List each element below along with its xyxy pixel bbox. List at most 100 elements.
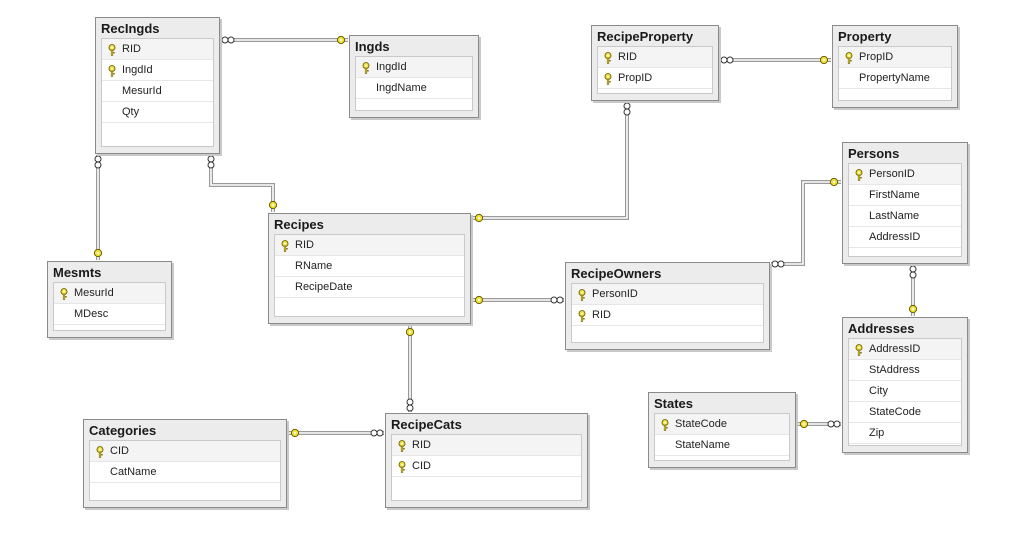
column-row[interactable]: PersonID xyxy=(849,164,961,185)
column-row[interactable]: CID xyxy=(90,441,280,462)
relationship-connector[interactable] xyxy=(797,419,841,429)
relationship-connector[interactable] xyxy=(405,325,415,412)
table-title: Property xyxy=(838,29,892,44)
column-name: CID xyxy=(412,460,431,472)
many-end-icon xyxy=(623,102,631,116)
column-row[interactable]: RID xyxy=(598,47,712,68)
column-name: Zip xyxy=(869,427,885,439)
column-row[interactable]: FirstName xyxy=(849,185,961,206)
column-name: MesurId xyxy=(122,85,162,97)
relationship-connector[interactable] xyxy=(771,177,841,268)
column-name: FirstName xyxy=(869,189,920,201)
column-name: PersonID xyxy=(869,168,915,180)
relationship-connector[interactable] xyxy=(93,155,103,260)
column-list: CID CatName xyxy=(89,440,281,501)
column-row[interactable]: StAddress xyxy=(849,360,961,381)
column-row[interactable]: StateCode xyxy=(849,402,961,423)
one-end-key-icon xyxy=(268,200,278,210)
one-end-key-icon xyxy=(474,295,484,305)
many-end-icon xyxy=(370,429,384,437)
column-name: IngdId xyxy=(122,64,153,76)
column-row[interactable]: PersonID xyxy=(572,284,763,305)
column-row[interactable]: LastName xyxy=(849,206,961,227)
column-row[interactable]: AddressID xyxy=(849,339,961,360)
table-title: Mesmts xyxy=(53,265,102,280)
column-row[interactable]: RID xyxy=(102,39,213,60)
column-row[interactable]: StateCode xyxy=(655,414,789,435)
one-end-key-icon xyxy=(290,428,300,438)
one-end-key-icon xyxy=(336,35,346,45)
column-name: PropID xyxy=(618,72,653,84)
column-row[interactable]: IngdId xyxy=(356,57,472,78)
column-row[interactable]: RID xyxy=(572,305,763,326)
primary-key-icon xyxy=(844,51,854,64)
column-name: IngdName xyxy=(376,82,427,94)
column-name: RecipeDate xyxy=(295,281,353,293)
column-row[interactable]: PropertyName xyxy=(839,68,951,89)
column-name: StateCode xyxy=(675,418,727,430)
column-name: RID xyxy=(592,309,611,321)
column-row[interactable]: MesurId xyxy=(102,81,213,102)
column-row[interactable]: Qty xyxy=(102,102,213,123)
one-end-key-icon xyxy=(908,304,918,314)
relationship-connector[interactable] xyxy=(288,428,384,438)
column-row[interactable]: IngdId xyxy=(102,60,213,81)
column-name: IngdId xyxy=(376,61,407,73)
primary-key-icon xyxy=(854,343,864,356)
primary-key-icon xyxy=(577,309,587,322)
column-name: PersonID xyxy=(592,288,638,300)
one-end-key-icon xyxy=(93,248,103,258)
column-row[interactable]: IngdName xyxy=(356,78,472,99)
primary-key-icon xyxy=(397,439,407,452)
column-row[interactable]: PropID xyxy=(598,68,712,89)
column-row[interactable]: RName xyxy=(275,256,464,277)
column-name: StAddress xyxy=(869,364,920,376)
relationship-connector[interactable] xyxy=(908,265,918,316)
column-row[interactable]: MDesc xyxy=(54,304,165,325)
column-row[interactable]: CatName xyxy=(90,462,280,483)
column-row[interactable]: RID xyxy=(392,435,581,456)
column-row[interactable]: StateName xyxy=(655,435,789,456)
column-row[interactable]: City xyxy=(849,381,961,402)
relationship-connector[interactable] xyxy=(472,102,631,223)
column-row[interactable]: RID xyxy=(275,235,464,256)
column-name: CID xyxy=(110,445,129,457)
column-row[interactable]: Zip xyxy=(849,423,961,444)
relationship-connector[interactable] xyxy=(472,295,564,305)
column-row[interactable]: RecipeDate xyxy=(275,277,464,298)
relationship-connector[interactable] xyxy=(221,35,348,45)
table-title: Addresses xyxy=(848,321,915,336)
column-list: PersonID RID xyxy=(571,283,764,343)
column-row[interactable]: PropID xyxy=(839,47,951,68)
column-name: City xyxy=(869,385,888,397)
relationship-connector[interactable] xyxy=(720,55,831,65)
table-title: RecIngds xyxy=(101,21,160,36)
relationship-connector[interactable] xyxy=(207,155,278,212)
column-list: RID CID xyxy=(391,434,582,501)
table-title: Recipes xyxy=(274,217,324,232)
column-name: LastName xyxy=(869,210,920,222)
many-end-icon xyxy=(94,155,102,169)
column-row[interactable]: CID xyxy=(392,456,581,477)
column-row[interactable]: MesurId xyxy=(54,283,165,304)
one-end-key-icon xyxy=(829,177,839,187)
column-row[interactable]: AddressID xyxy=(849,227,961,248)
primary-key-icon xyxy=(280,239,290,252)
